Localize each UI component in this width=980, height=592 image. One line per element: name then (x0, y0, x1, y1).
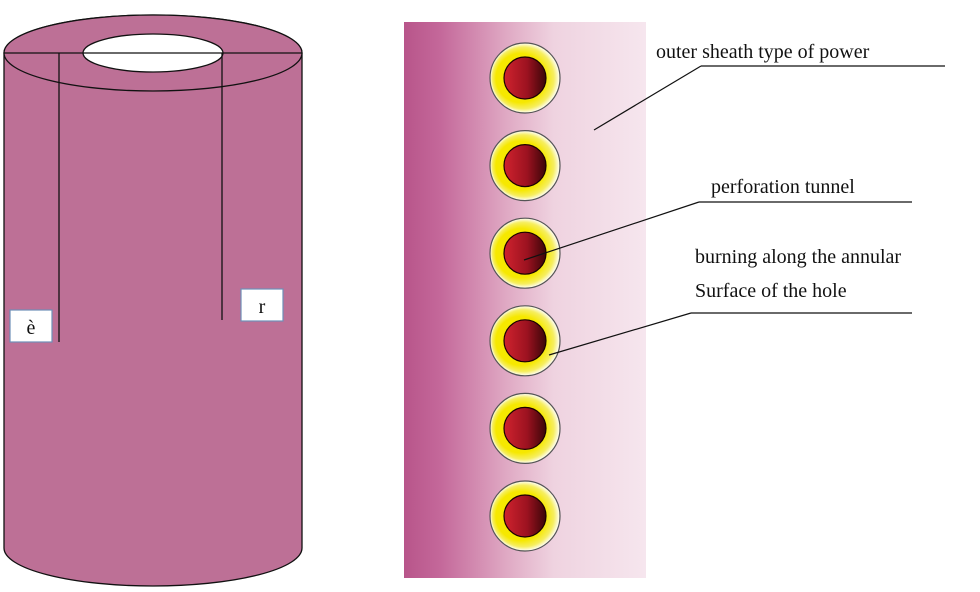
label-burning-line2: Surface of the hole (695, 280, 847, 302)
leader-outer-sheath (593, 65, 702, 131)
perforation-hole (489, 392, 561, 464)
cross-section: outer sheath type of power perforation t… (404, 22, 945, 578)
perforation-core (503, 319, 547, 363)
perforation-hole (489, 217, 561, 289)
holes-layer (489, 42, 561, 552)
perforation-core (503, 231, 547, 275)
perforation-hole (489, 42, 561, 114)
perforation-hole (489, 480, 561, 552)
perforation-core (503, 144, 547, 188)
label-perforation-tunnel: perforation tunnel (711, 176, 855, 198)
perforation-hole (489, 130, 561, 202)
perforation-hole (489, 305, 561, 377)
theta-label: è (27, 317, 36, 339)
perforation-core (503, 56, 547, 100)
perforation-core (503, 406, 547, 450)
theta-label-box (9, 309, 53, 343)
leader-perforation-tunnel (523, 201, 700, 261)
perforation-core (503, 494, 547, 538)
label-burning-line1: burning along the annular (695, 246, 901, 268)
r-label-box (240, 288, 284, 322)
r-label: r (259, 296, 266, 318)
label-outer-sheath: outer sheath type of power (656, 41, 870, 63)
leader-burning-surface (548, 312, 692, 356)
hollow-cylinder: è r (3, 14, 303, 587)
